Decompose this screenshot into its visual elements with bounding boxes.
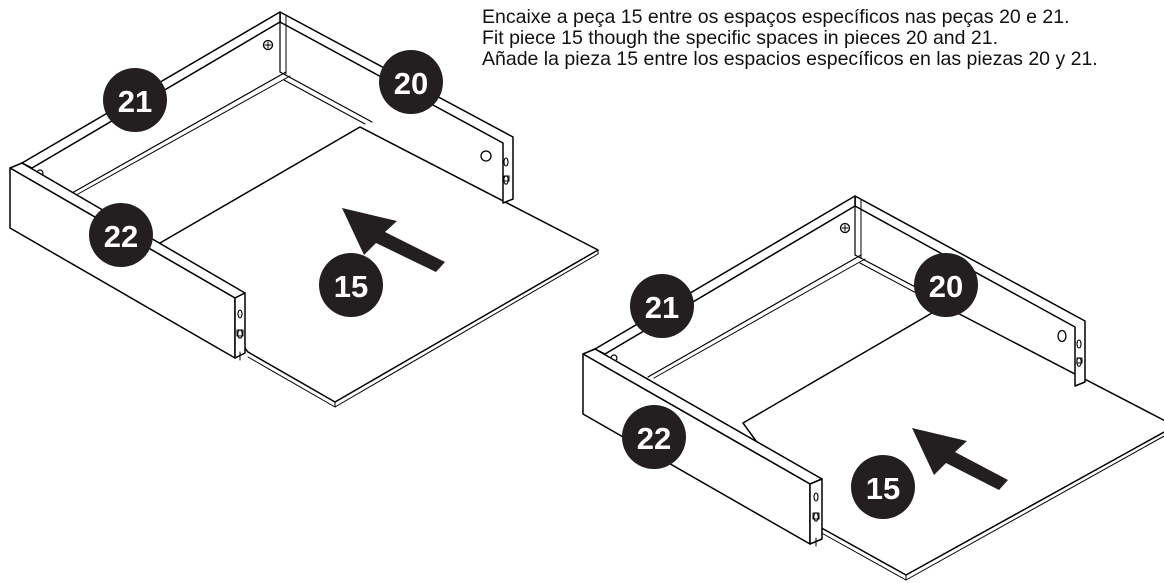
part-label-22-right: 22 [622,405,686,469]
instruction-portuguese: Encaixe a peça 15 entre os espaços espec… [482,7,1070,28]
svg-text:20: 20 [394,66,428,101]
dowel-icon [813,492,819,502]
svg-text:21: 21 [118,84,152,119]
part-label-21-right: 21 [630,274,694,338]
panel-22-front [582,348,823,547]
svg-text:15: 15 [866,471,900,506]
instruction-english: Fit piece 15 though the specific spaces … [482,27,998,49]
svg-text:22: 22 [104,219,138,254]
svg-text:20: 20 [929,269,963,304]
drawer-assembly-right [582,195,1164,581]
dowel-icon [237,309,243,319]
instruction-spanish: Añade la pieza 15 entre los espacios esp… [482,48,1098,70]
hole-icon [480,150,492,162]
hole-icon [1057,329,1067,343]
panel-21-back [594,195,866,379]
drawer-assembly-left [9,11,599,408]
dowel-icon [503,157,509,167]
part-label-15-right: 15 [851,455,915,519]
svg-text:15: 15 [334,269,368,304]
svg-text:21: 21 [645,290,679,325]
part-label-21-left: 21 [103,68,167,132]
instruction-text: Encaixe a peça 15 entre os espaços espec… [482,7,1164,70]
part-label-22-left: 22 [89,203,153,267]
screw-icon [262,39,274,51]
panel-15-bottom [159,126,599,408]
insertion-arrow-icon [342,208,445,272]
svg-text:22: 22 [637,421,671,456]
part-label-20-right: 20 [914,253,978,317]
insertion-arrow-icon [912,428,1008,490]
part-label-15-left: 15 [319,253,383,317]
dowel-icon [1076,339,1082,349]
part-label-20-left: 20 [379,50,443,114]
screw-icon [839,222,851,234]
